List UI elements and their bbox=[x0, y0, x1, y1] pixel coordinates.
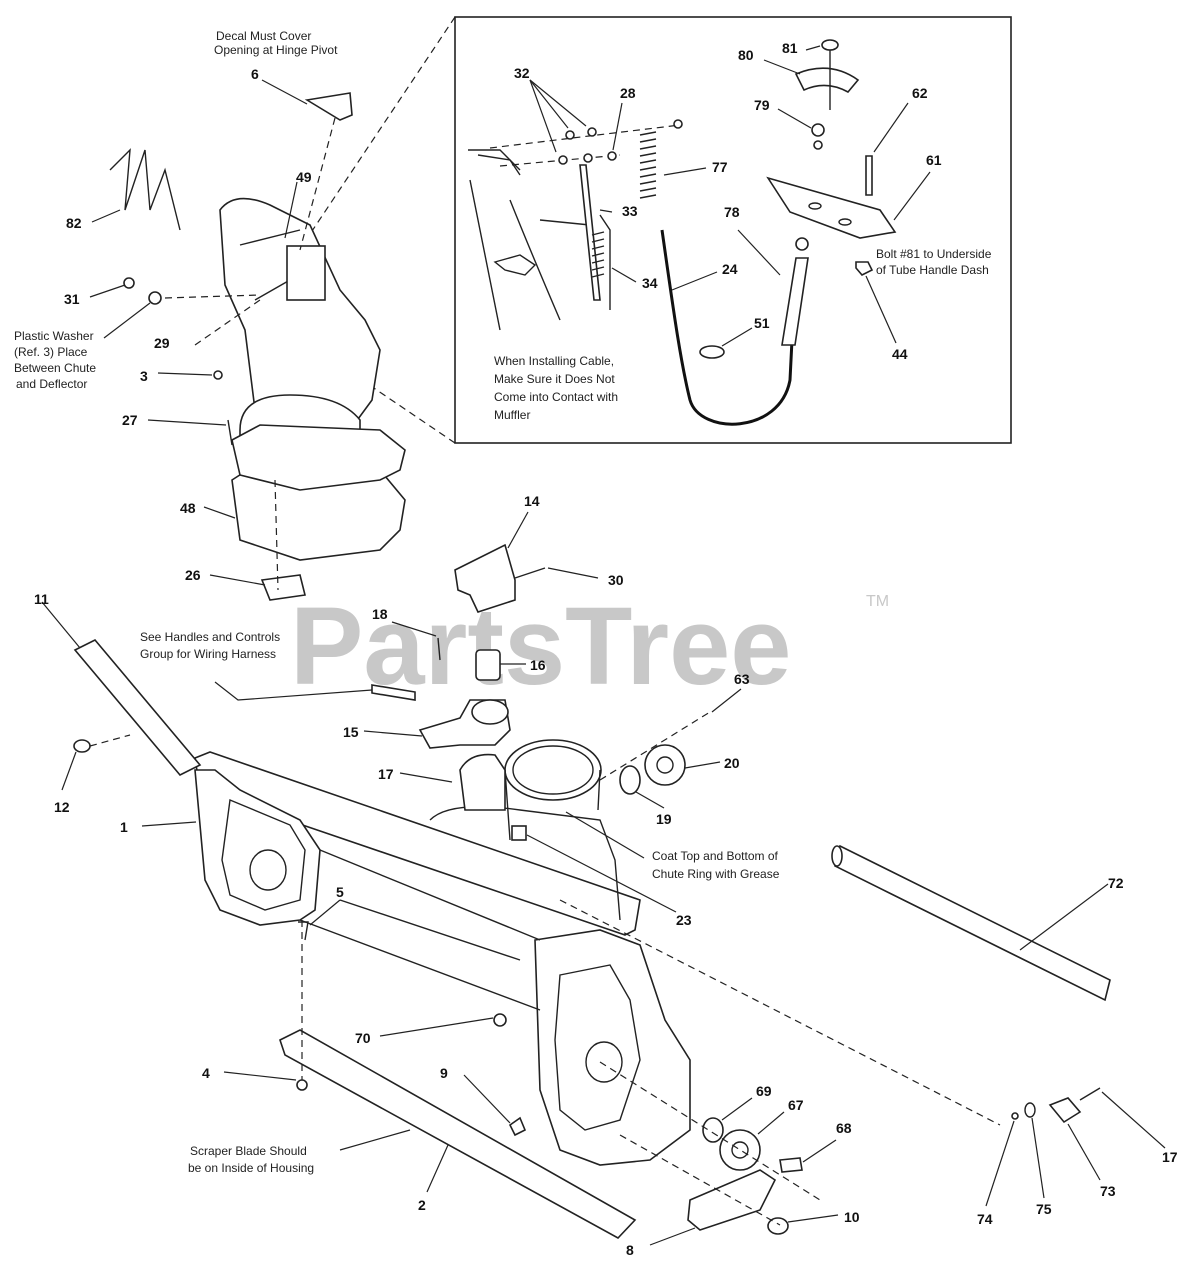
callout-77: 77 bbox=[712, 159, 728, 175]
auger-housing bbox=[73, 543, 1111, 1239]
watermark-tm: TM bbox=[866, 593, 889, 610]
note-scraper-1: Scraper Blade Should bbox=[190, 1144, 307, 1158]
callout-14: 14 bbox=[524, 493, 540, 509]
note-decal-1: Decal Must Cover bbox=[216, 29, 311, 43]
watermark-text: PartsTree bbox=[290, 585, 791, 708]
callout-8: 8 bbox=[626, 1242, 634, 1258]
callout-73: 73 bbox=[1100, 1183, 1116, 1199]
callout-28: 28 bbox=[620, 85, 636, 101]
callout-3: 3 bbox=[140, 368, 148, 384]
note-cable-3: Come into Contact with bbox=[494, 390, 618, 404]
callout-17-chute: 17 bbox=[378, 766, 394, 782]
callout-82: 82 bbox=[66, 215, 82, 231]
callout-74: 74 bbox=[977, 1211, 993, 1227]
callout-6: 6 bbox=[251, 66, 259, 82]
callout-68: 68 bbox=[836, 1120, 852, 1136]
note-bolt-2: of Tube Handle Dash bbox=[876, 263, 989, 277]
callout-67: 67 bbox=[788, 1097, 804, 1113]
note-grease-1: Coat Top and Bottom of bbox=[652, 849, 779, 863]
note-cable-1: When Installing Cable, bbox=[494, 354, 614, 368]
callout-61: 61 bbox=[926, 152, 942, 168]
callout-49: 49 bbox=[296, 169, 312, 185]
callout-10: 10 bbox=[844, 1209, 860, 1225]
callout-16: 16 bbox=[530, 657, 546, 673]
leader-lines bbox=[41, 45, 1166, 1246]
callout-9: 9 bbox=[440, 1065, 448, 1081]
note-washer-1: Plastic Washer bbox=[14, 329, 94, 343]
callout-17-shaft: 17 bbox=[1162, 1149, 1178, 1165]
note-decal-2: Opening at Hinge Pivot bbox=[214, 43, 338, 57]
callout-26: 26 bbox=[185, 567, 201, 583]
callout-62: 62 bbox=[912, 85, 928, 101]
callout-5: 5 bbox=[336, 884, 344, 900]
callout-29: 29 bbox=[154, 335, 170, 351]
callout-32: 32 bbox=[514, 65, 530, 81]
callout-33: 33 bbox=[622, 203, 638, 219]
note-washer-2: (Ref. 3) Place bbox=[14, 345, 88, 359]
callout-34: 34 bbox=[642, 275, 658, 291]
callout-24: 24 bbox=[722, 261, 738, 277]
cable-detail-inset bbox=[305, 16, 1012, 444]
note-scraper-2: be on Inside of Housing bbox=[188, 1161, 314, 1175]
callout-2: 2 bbox=[418, 1197, 426, 1213]
callout-12: 12 bbox=[54, 799, 70, 815]
callout-75: 75 bbox=[1036, 1201, 1052, 1217]
callout-23: 23 bbox=[676, 912, 692, 928]
note-washer-4: and Deflector bbox=[16, 377, 87, 391]
callout-51: 51 bbox=[754, 315, 770, 331]
callout-15: 15 bbox=[343, 724, 359, 740]
callout-72: 72 bbox=[1108, 875, 1124, 891]
note-cable-4: Muffler bbox=[494, 408, 530, 422]
callout-27: 27 bbox=[122, 412, 138, 428]
callout-79: 79 bbox=[754, 97, 770, 113]
note-bolt-1: Bolt #81 to Underside bbox=[876, 247, 992, 261]
note-cable-2: Make Sure it Does Not bbox=[494, 372, 615, 386]
callout-81: 81 bbox=[782, 40, 798, 56]
callout-70: 70 bbox=[355, 1030, 371, 1046]
callout-63: 63 bbox=[734, 671, 750, 687]
callout-11: 11 bbox=[34, 591, 49, 607]
callout-78: 78 bbox=[724, 204, 740, 220]
note-washer-3: Between Chute bbox=[14, 361, 96, 375]
callout-20: 20 bbox=[724, 755, 740, 771]
note-grease-2: Chute Ring with Grease bbox=[652, 867, 780, 881]
discharge-chute-assembly bbox=[109, 92, 406, 601]
callout-30: 30 bbox=[608, 572, 624, 588]
callout-numbers: 6 82 49 31 29 3 27 48 26 11 12 1 5 4 70 … bbox=[34, 40, 1178, 1258]
callout-48: 48 bbox=[180, 500, 196, 516]
notes: Decal Must Cover Opening at Hinge Pivot … bbox=[14, 29, 992, 1175]
note-handles-2: Group for Wiring Harness bbox=[140, 647, 276, 661]
callout-31: 31 bbox=[64, 291, 80, 307]
callout-4: 4 bbox=[202, 1065, 210, 1081]
callout-80: 80 bbox=[738, 47, 754, 63]
callout-18: 18 bbox=[372, 606, 388, 622]
callout-1: 1 bbox=[120, 819, 128, 835]
callout-19: 19 bbox=[656, 811, 672, 827]
callout-44: 44 bbox=[892, 346, 908, 362]
note-handles-1: See Handles and Controls bbox=[140, 630, 280, 644]
callout-69: 69 bbox=[756, 1083, 772, 1099]
